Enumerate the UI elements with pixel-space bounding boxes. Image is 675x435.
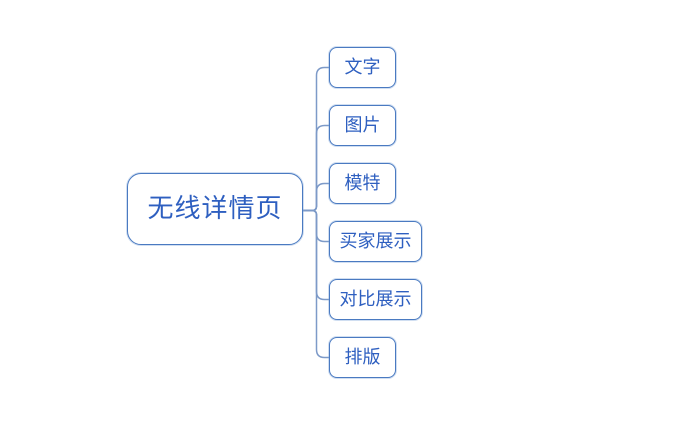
mindmap-node-typesetting[interactable]: 排版 xyxy=(329,337,396,378)
mindmap-node-comparison-show[interactable]: 对比展示 xyxy=(329,279,422,320)
node-label: 对比展示 xyxy=(339,288,412,310)
mindmap-root-node[interactable]: 无线详情页 xyxy=(127,173,303,245)
mindmap-node-image[interactable]: 图片 xyxy=(329,105,396,146)
mindmap-node-text[interactable]: 文字 xyxy=(329,47,396,88)
root-node-label: 无线详情页 xyxy=(147,194,283,224)
node-label: 模特 xyxy=(344,172,381,194)
mindmap-node-buyer-show[interactable]: 买家展示 xyxy=(329,221,422,262)
node-label: 文字 xyxy=(344,56,381,78)
node-label: 图片 xyxy=(344,114,381,136)
node-label: 买家展示 xyxy=(339,230,412,252)
connector-root-to-child-5 xyxy=(302,209,330,359)
mindmap-node-model[interactable]: 模特 xyxy=(329,163,396,204)
node-label: 排版 xyxy=(344,346,381,368)
